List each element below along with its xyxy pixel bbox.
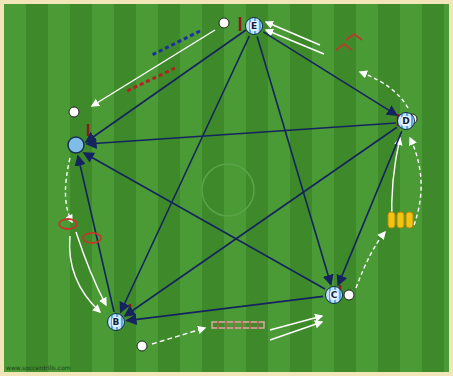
grass-stripe xyxy=(268,4,290,372)
pass-line xyxy=(263,32,396,115)
player-letter: E xyxy=(250,21,258,31)
grass-stripe xyxy=(224,4,246,372)
player xyxy=(68,137,84,153)
pass-line xyxy=(125,127,397,315)
player-letter: B xyxy=(112,317,121,327)
pass-line xyxy=(257,37,331,285)
pass-line xyxy=(121,36,250,312)
mannequins xyxy=(388,212,413,228)
watermark: www.soccerdrills.com xyxy=(6,364,71,371)
grass-stripe xyxy=(4,4,26,372)
player-letter: C xyxy=(330,290,339,300)
player: C xyxy=(325,286,343,304)
player: E xyxy=(245,17,263,35)
balls xyxy=(69,18,417,351)
cones xyxy=(88,17,398,316)
run-arrows xyxy=(65,22,421,344)
center-mark xyxy=(202,164,254,216)
grass-stripe xyxy=(312,4,334,372)
pass-lines xyxy=(78,30,396,312)
grass-stripe xyxy=(356,4,378,372)
player-letter: D xyxy=(401,116,410,126)
grass xyxy=(4,4,449,372)
grass-stripe xyxy=(444,4,449,372)
hurdles xyxy=(212,321,264,329)
pass-line xyxy=(338,131,402,285)
player: D xyxy=(397,112,415,130)
player: B xyxy=(107,313,125,331)
grass-stripe xyxy=(48,4,70,372)
grass-stripes xyxy=(4,4,449,372)
rings xyxy=(59,219,101,243)
mini-hurdles xyxy=(336,34,362,50)
poles xyxy=(125,31,200,92)
pass-line xyxy=(127,296,323,320)
grass-stripe xyxy=(400,4,422,372)
grass-stripe xyxy=(180,4,202,372)
